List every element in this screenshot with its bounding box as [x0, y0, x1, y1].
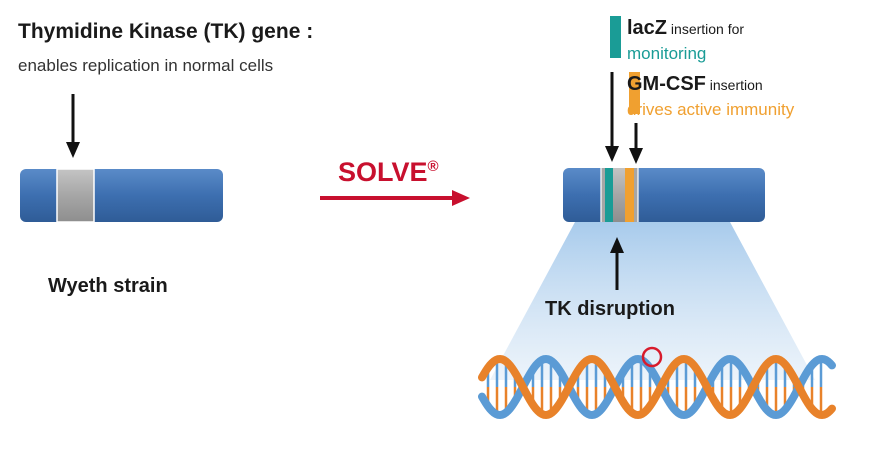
tk-disruption-label: TK disruption: [545, 298, 675, 320]
gmcsf-annotation: GM-CSF insertion drives active immunity: [627, 72, 794, 122]
gmcsf-pointer-arrow: [629, 123, 643, 164]
dna-helix: [478, 354, 836, 420]
lacz-purpose: monitoring: [627, 44, 707, 63]
solve-arrow: [320, 190, 470, 206]
tk-gene-title: Thymidine Kinase (TK) gene :: [18, 20, 314, 43]
lacz-segment: [605, 168, 613, 222]
wyeth-strain-label: Wyeth strain: [48, 275, 168, 297]
lacz-annotation: lacZ insertion for monitoring: [627, 16, 744, 66]
gmcsf-name: GM-CSF: [627, 73, 706, 95]
tk-remnant-left: [601, 168, 605, 222]
solve-label: SOLVE®: [338, 157, 439, 188]
dna-strand-blue: [478, 354, 836, 420]
registered-mark: ®: [427, 158, 439, 175]
lacz-legend-bar: [610, 16, 621, 58]
tk-gene-description: enables replication in normal cells: [18, 56, 274, 75]
lacz-pointer-arrow: [605, 72, 619, 162]
gmcsf-segment: [625, 168, 634, 222]
gmcsf-suffix: insertion: [705, 77, 763, 93]
gmcsf-purpose: drives active immunity: [627, 100, 795, 119]
lacz-name: lacZ: [627, 17, 668, 39]
gmcsf-legend-bar: [629, 72, 640, 114]
tk-remnant-right: [634, 168, 638, 222]
tk-pointer-arrow: [66, 94, 80, 158]
dna-strand-orange: [478, 354, 836, 420]
wyeth-chromosome: [20, 168, 223, 223]
disruption-site-marker: [641, 346, 663, 368]
tk-remnant-mid: [613, 168, 625, 222]
solve-text: SOLVE: [338, 157, 428, 187]
tk-disruption-arrow: [610, 237, 624, 290]
zoom-beam: [490, 222, 815, 380]
modified-chromosome: [563, 168, 765, 222]
lacz-suffix: insertion for: [667, 21, 745, 37]
tk-gene-segment: [56, 168, 95, 223]
